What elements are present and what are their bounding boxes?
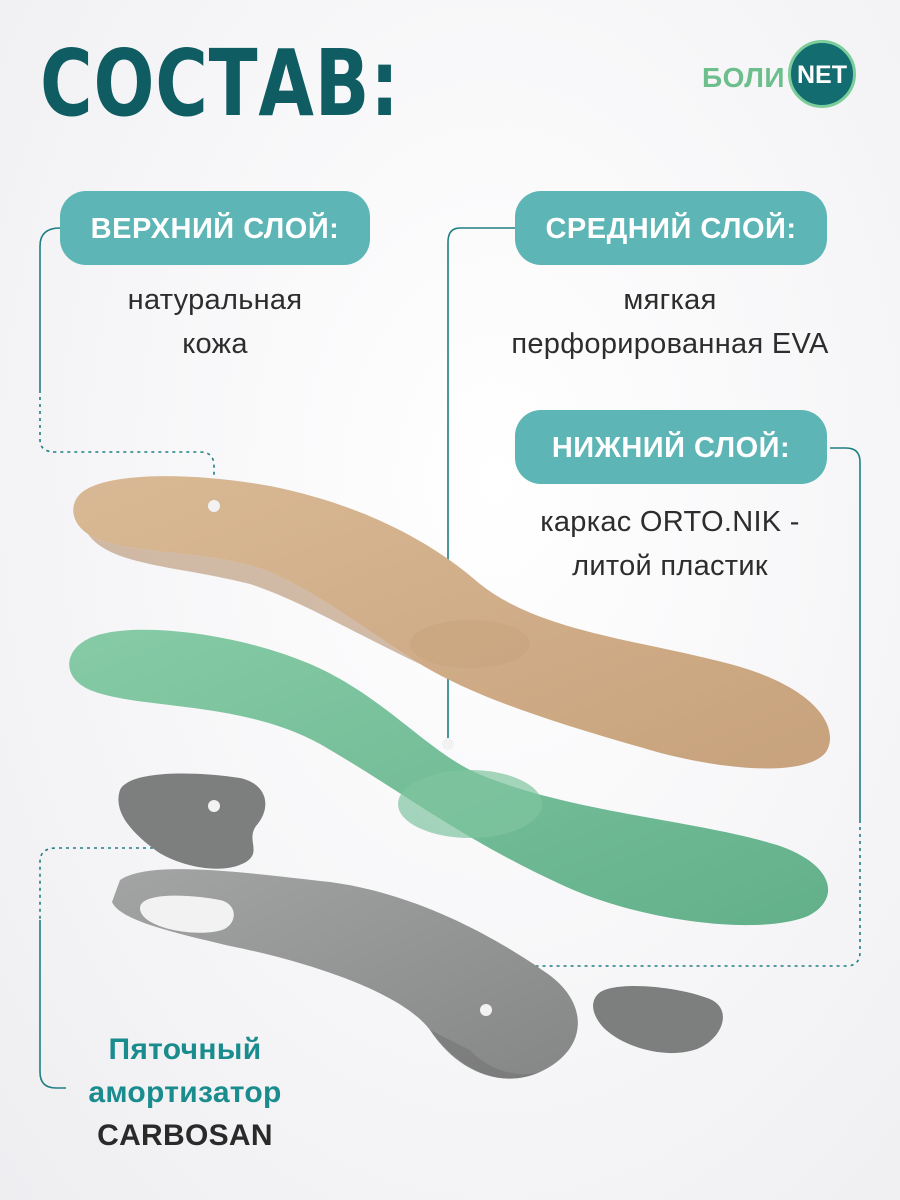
- eva-layer: [69, 629, 829, 926]
- page-title: СОСТАВ:: [40, 30, 400, 137]
- leather-layer: [73, 476, 831, 769]
- bottom-layer-badge: НИЖНИЙ СЛОЙ:: [515, 410, 827, 484]
- middle-layer-line-2: перфорированная EVA: [511, 328, 829, 360]
- heel-cushion-caption: Пяточный амортизатор CARBOSAN: [40, 1028, 330, 1157]
- marker-dots: [208, 500, 492, 1016]
- top-layer-line-1: натуральная: [127, 284, 303, 316]
- logo-badge-text: NET: [797, 61, 847, 89]
- middle-layer-line-1: мягкая: [623, 284, 717, 316]
- forefoot-pad: [593, 986, 723, 1054]
- top-layer-line-2: кожа: [182, 328, 248, 360]
- logo-badge: NET: [788, 40, 856, 108]
- bottom-layer-line-1: каркас ORTO.NIK -: [540, 506, 800, 538]
- middle-layer-description: мягкая перфорированная EVA: [470, 278, 870, 366]
- heel-caption-line-1: Пяточный: [108, 1033, 262, 1066]
- plastic-frame: [112, 869, 578, 1079]
- connector-lines: [39, 227, 861, 1089]
- brand-logo: БОЛИ NET: [702, 40, 862, 116]
- bottom-layer-line-2: литой пластик: [572, 550, 768, 582]
- heel-caption-line-2: амортизатор: [88, 1076, 282, 1109]
- bottom-layer-description: каркас ORTO.NIK - литой пластик: [490, 500, 850, 588]
- heel-caption-line-3: CARBOSAN: [97, 1119, 273, 1152]
- top-layer-description: натуральная кожа: [60, 278, 370, 366]
- middle-layer-badge: СРЕДНИЙ СЛОЙ:: [515, 191, 827, 265]
- top-layer-badge: ВЕРХНИЙ СЛОЙ:: [60, 191, 370, 265]
- logo-text: БОЛИ: [702, 62, 785, 93]
- heel-cushion: [118, 773, 266, 869]
